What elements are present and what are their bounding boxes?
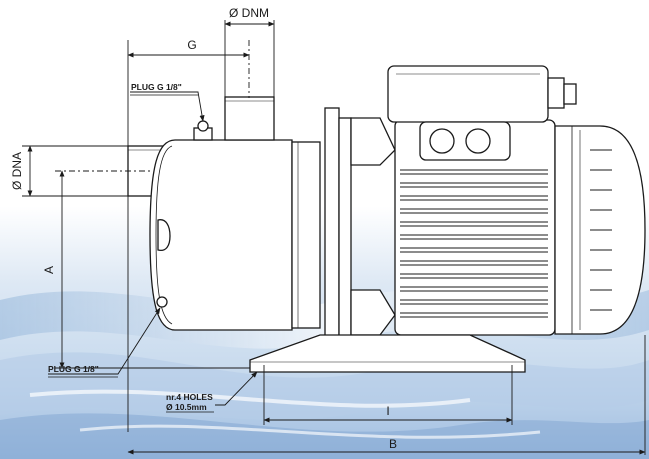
terminal-box: [387, 65, 549, 123]
cooling-fin: [400, 195, 548, 201]
cooling-fin: [400, 221, 548, 227]
label-plug-bottom: PLUG G 1/8": [48, 364, 99, 374]
label-g: G: [187, 38, 196, 52]
lug-hole-right: [465, 128, 491, 154]
cooling-fin: [400, 247, 548, 253]
dimension-lines: [22, 20, 646, 455]
motor-flange: [324, 107, 340, 347]
label-dnm: Ø DNM: [229, 6, 269, 20]
label-i: I: [386, 404, 389, 418]
label-b: B: [389, 437, 397, 451]
cooling-fin: [400, 273, 548, 279]
label-holes-line1: nr.4 HOLES: [166, 392, 213, 402]
drain-plug-boss: [156, 296, 168, 308]
leader-plug-top: [130, 91, 205, 122]
label-a: A: [42, 266, 56, 274]
label-holes-line2: Ø 10.5mm: [166, 402, 207, 412]
pump-casing: [149, 139, 293, 331]
cable-gland-nut: [563, 83, 577, 105]
top-plug-head: [197, 120, 209, 132]
lug-hole-left: [429, 128, 455, 154]
motor-cooling-fins: [400, 149, 612, 318]
flange-rib-bottom: [350, 289, 396, 336]
cooling-fin: [400, 234, 548, 240]
cooling-fin: [400, 182, 548, 188]
leader-holes: [215, 371, 258, 406]
cooling-fin: [400, 260, 548, 266]
flange-web: [338, 117, 352, 337]
cooling-fin: [400, 299, 548, 305]
base-plate: [249, 334, 526, 373]
adapter-ring: [291, 141, 321, 329]
label-dna: Ø DNA: [10, 152, 24, 190]
cooling-fin: [400, 169, 548, 175]
label-plug-top: PLUG G 1/8": [131, 82, 182, 92]
cooling-fin: [400, 312, 548, 318]
casing-boss: [157, 219, 171, 252]
cable-gland: [547, 77, 565, 109]
pump-body: [127, 65, 646, 373]
discharge-pipe: [224, 96, 275, 141]
cooling-fin: [400, 208, 548, 214]
flange-rib-top: [350, 117, 396, 166]
leader-plug-bottom: [48, 307, 161, 375]
cooling-fin: [400, 286, 548, 292]
